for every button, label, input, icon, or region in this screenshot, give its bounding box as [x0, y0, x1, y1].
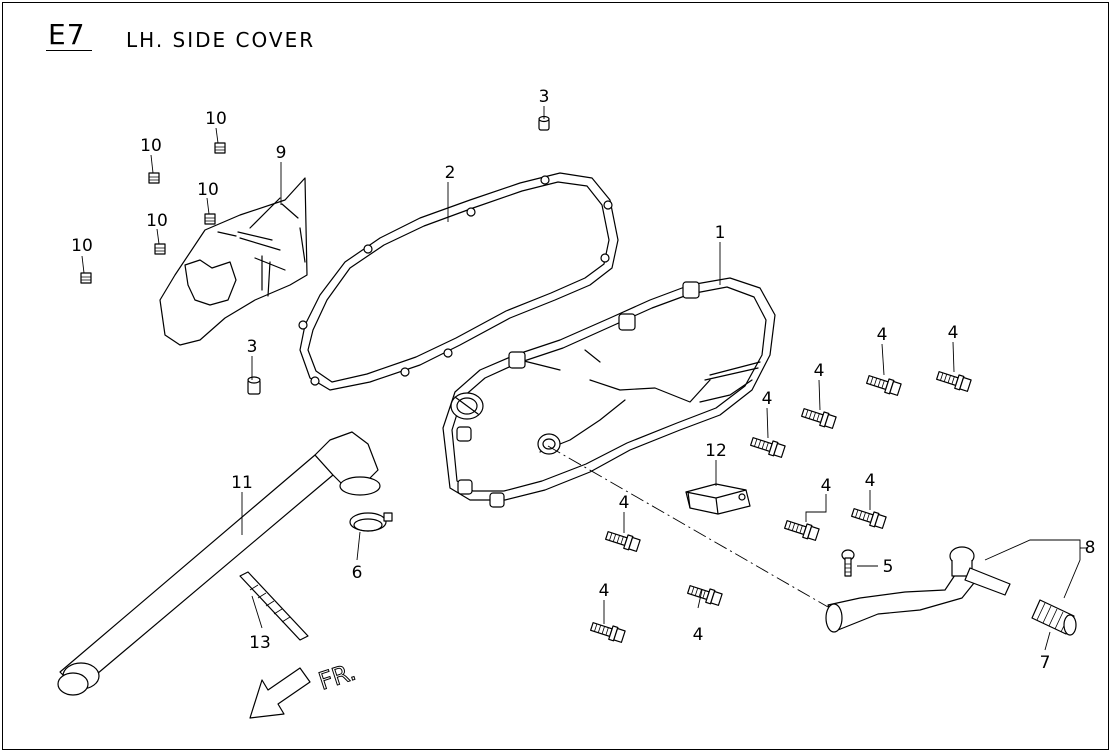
- callout-labels: 1 2 3 3 4 4 4 4 4 4 4 4 4 5 6 7 8 9 10 1…: [71, 87, 1095, 673]
- part-8-kick-starter-arm[interactable]: [825, 546, 1011, 633]
- callout-6: 6: [352, 563, 363, 583]
- part-4-bolts[interactable]: [590, 369, 972, 644]
- callout-4-f: 4: [821, 476, 832, 496]
- direction-label: FR.: [315, 658, 359, 696]
- part-6-hose-clamp[interactable]: [349, 512, 393, 532]
- callout-4-i: 4: [693, 625, 704, 645]
- callout-13: 13: [249, 633, 271, 653]
- callout-4-h: 4: [599, 581, 610, 601]
- part-9-plate[interactable]: [159, 177, 308, 346]
- callout-10-a: 10: [205, 109, 227, 129]
- callout-4-e: 4: [865, 471, 876, 491]
- callout-10-d: 10: [146, 211, 168, 231]
- callout-4-g: 4: [619, 493, 630, 513]
- callout-5: 5: [883, 557, 894, 577]
- callout-9: 9: [276, 143, 287, 163]
- part-10-screws[interactable]: [80, 142, 226, 284]
- part-1-side-cover[interactable]: [442, 277, 776, 508]
- callout-4-b: 4: [948, 323, 959, 343]
- shaft-centerline: [547, 445, 829, 608]
- diagram-code-underline: [46, 50, 92, 51]
- front-direction-arrow: FR.: [249, 657, 360, 719]
- leader-lines: [81, 106, 1088, 651]
- callout-7: 7: [1040, 653, 1051, 673]
- diagram-title: LH. SIDE COVER: [126, 28, 316, 52]
- callout-4-d: 4: [762, 389, 773, 409]
- callout-10-e: 10: [71, 236, 93, 256]
- callout-4-a: 4: [877, 325, 888, 345]
- part-7-kick-rubber[interactable]: [1031, 599, 1077, 636]
- callout-3-bottom: 3: [247, 337, 258, 357]
- diagram-code: E7: [48, 18, 86, 51]
- callout-2: 2: [445, 163, 456, 183]
- callout-8: 8: [1085, 538, 1096, 558]
- callout-12: 12: [705, 441, 727, 461]
- callout-11: 11: [231, 473, 253, 493]
- callout-10-b: 10: [140, 136, 162, 156]
- part-2-gasket[interactable]: [298, 172, 619, 391]
- callout-1: 1: [715, 223, 726, 243]
- part-12-bracket[interactable]: [685, 483, 751, 515]
- part-5-bolt[interactable]: [841, 549, 855, 577]
- part-11-breather-tube[interactable]: [57, 431, 381, 696]
- callout-10-c: 10: [197, 180, 219, 200]
- part-13-cable-tie[interactable]: [239, 571, 309, 641]
- callout-4-c: 4: [814, 361, 825, 381]
- part-3-dowel-pins[interactable]: [247, 115, 550, 395]
- callout-3-top: 3: [539, 87, 550, 107]
